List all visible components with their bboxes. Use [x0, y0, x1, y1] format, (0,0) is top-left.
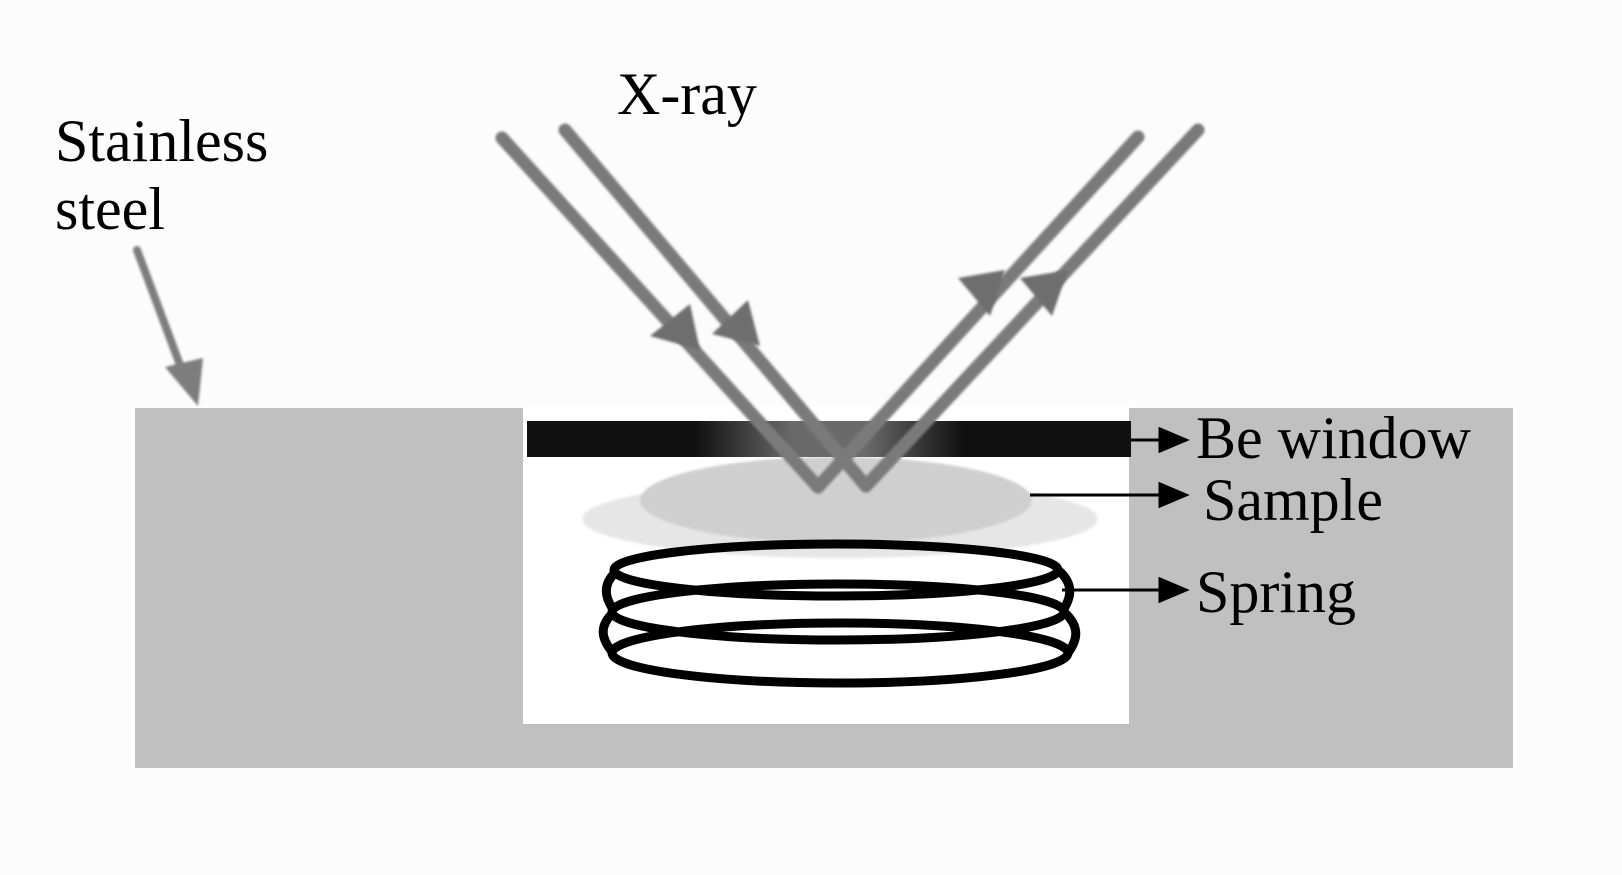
callout-arrows	[1030, 426, 1190, 604]
reflected-beam-1	[811, 130, 1145, 494]
spring-coil	[598, 539, 1081, 688]
incident-arrowhead-1	[650, 304, 700, 350]
stainless-steel-label-line1: Stainless	[55, 108, 269, 174]
reflected-arrowhead-2	[1020, 270, 1068, 316]
xray-label: X-ray	[617, 61, 757, 127]
incident-beam-2	[558, 123, 873, 493]
xray-beams	[495, 123, 1205, 494]
sample-disc	[582, 457, 1098, 558]
stainless-steel-label-line2: steel	[55, 176, 165, 242]
sample-label: Sample	[1203, 467, 1383, 533]
reflected-arrowhead-1	[958, 270, 1005, 316]
spring-label: Spring	[1196, 559, 1357, 625]
incident-arrowhead-2	[712, 300, 760, 346]
incident-beam-1	[495, 131, 825, 494]
reflected-beam-2	[859, 123, 1205, 493]
stainless-steel-label: Stainless steel	[55, 107, 268, 243]
stainless-steel-pointer	[133, 246, 203, 406]
be-window-label: Be window	[1196, 405, 1471, 471]
